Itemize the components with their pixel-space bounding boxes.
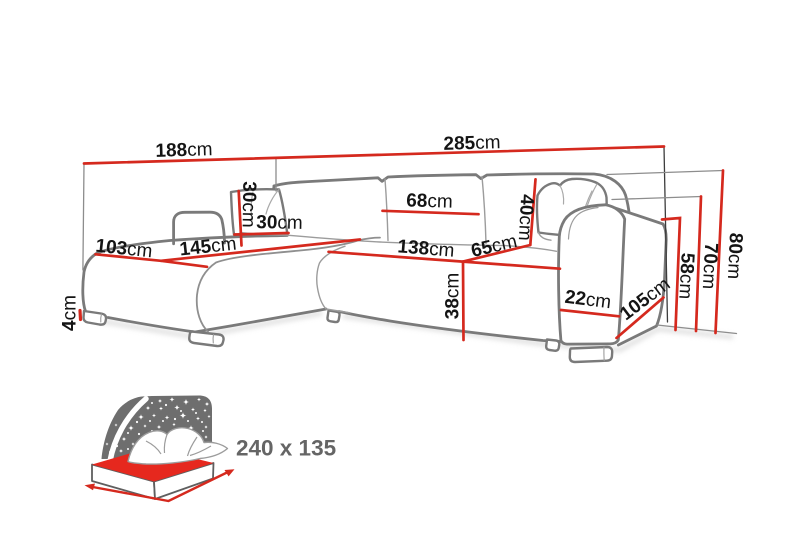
sleeping-area-size: 240 x 135 [236,436,336,461]
armrest-foot [568,345,614,364]
back-cushion-separator-right [481,175,487,245]
chaise-outline [81,252,98,313]
chaise-back-edge [95,233,289,255]
dimline-22 [559,308,621,318]
label-40cm: 40cm [514,194,537,242]
armrest-front [557,203,627,346]
label-30cm-vertical: 30cm [238,181,260,228]
label-103cm: 103cm [95,235,154,262]
dimline-58 [660,216,682,332]
right-pillow-base-crease [537,231,552,241]
seat-fill [318,246,561,344]
label-58cm: 58cm [675,252,698,300]
label-138cm: 138cm [397,236,456,261]
label-70cm: 70cm [698,242,721,290]
dimline-65 [461,243,532,263]
label-22cm: 22cm [564,286,613,313]
label-285cm: 285cm [443,132,501,155]
leg-seat-right [544,338,561,352]
leg-front-left-crease [100,313,103,323]
dimline-145 [159,238,362,263]
bed-arrowhead-right [224,469,235,477]
label-4cm: 4cm [59,295,80,331]
shadow-main [342,313,734,353]
inner-corner-curve [316,245,351,314]
label-38cm: 38cm [442,273,463,319]
bed-blanket [127,427,229,465]
dimline-30v [237,189,243,247]
armrest-front-crease [567,206,599,240]
connector-80 [606,169,724,176]
dimline-40 [528,177,537,247]
leg-chaise-front [188,330,225,348]
stars [105,396,211,454]
dimline-30h [233,231,290,236]
bed-arrows [89,470,230,503]
seat-back-crease [239,231,558,252]
dimension-lines [78,145,725,342]
projection-right [663,145,669,323]
label-80cm: 80cm [723,232,746,279]
dimline-138 [327,250,562,271]
seat-bottom-edge [337,310,562,343]
night-panel-swoosh [107,396,149,464]
dimension-labels: 188cm 285cm 103cm 145cm 30cm 30cm 68cm 4… [59,132,747,331]
bed-arrowhead-left [84,483,95,491]
dimline-80 [714,169,725,335]
dimline-38 [461,260,465,342]
label-188cm: 188cm [155,139,213,162]
backrest-outline [272,172,633,247]
leg-inner-corner [326,309,341,324]
dimline-105 [615,296,665,340]
bed-blanket-creases [145,434,212,457]
dimline-top [82,145,666,165]
connector-70 [611,195,702,201]
left-pillow-creases [250,188,280,222]
label-65cm: 65cm [469,231,519,262]
dimline-4 [78,308,83,322]
dimline-70 [694,195,703,333]
label-145cm: 145cm [179,233,238,260]
projection-lines [82,145,738,335]
chaise-arm [172,210,226,246]
projection-left [82,162,85,271]
bed-icon: 240 x 135 [84,395,336,503]
label-68cm: 68cm [406,190,453,212]
sofa-strokes [81,172,668,364]
leg-front-left [82,309,108,326]
dimline-68 [381,209,480,216]
label-30cm-horizontal: 30cm [256,212,303,234]
